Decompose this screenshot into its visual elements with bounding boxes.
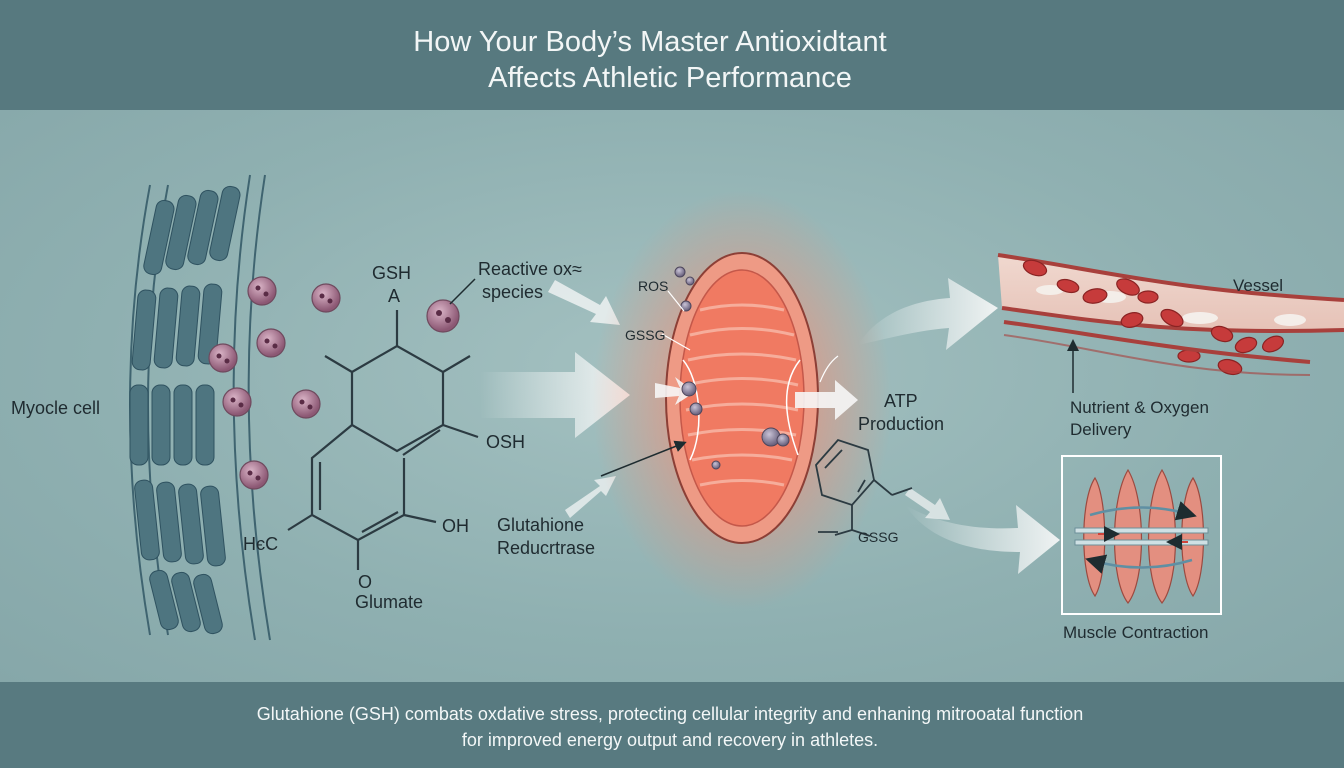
reductase-label-line1: Glutahione (497, 515, 585, 535)
header: How Your Body’s Master Antioxidtant Affe… (0, 0, 1344, 110)
reductase-pointer (600, 440, 687, 477)
gsh-label: GSH (372, 263, 412, 283)
atp-label-line2: Production (858, 414, 945, 434)
a-label: A (388, 286, 401, 306)
myocyte-label: Myocle cell (11, 398, 101, 418)
reactive-pointer (449, 278, 476, 305)
vessel-label: Vessel (1233, 276, 1284, 295)
title-line-1: How Your Body’s Master Antioxidtant (413, 26, 887, 58)
footer: Glutahione (GSH) combats oxdative stress… (0, 682, 1344, 768)
mitochondrion (592, 190, 892, 610)
atp-label-line1: ATP (884, 391, 918, 411)
glutathione-structure (287, 310, 479, 570)
muscle-contraction-label: Muscle Contraction (1063, 623, 1209, 642)
glumate-label: Glumate (355, 592, 424, 612)
myofibrils (129, 185, 241, 635)
reductase-label-line2: Reducrtrase (497, 538, 596, 558)
title-line-2: Affects Athletic Performance (488, 62, 852, 94)
gssg-structure (815, 438, 913, 537)
osh-label: OSH (486, 432, 526, 452)
mito-molecules (674, 266, 790, 470)
footer-line-2: for improved energy output and recovery … (461, 730, 879, 750)
nutrient-label-line1: Nutrient & Oxygen (1070, 398, 1209, 417)
oh-label: OH (442, 516, 469, 536)
muscle-contraction-box (1061, 455, 1222, 615)
reactive-label-line1: Reactive ox≈ (478, 259, 582, 279)
gssg-right-label: GSSG (858, 529, 899, 545)
o-label: O (358, 572, 373, 592)
ros-molecules (208, 276, 460, 490)
reactive-label-line2: species (482, 282, 544, 302)
gssg-left-label: GSSG (625, 327, 666, 343)
blood-vessel (997, 253, 1344, 376)
nutrient-label-line2: Delivery (1070, 420, 1132, 439)
footer-line-1: Glutahione (GSH) combats oxdative stress… (256, 704, 1084, 724)
hc-label: HєC (243, 534, 279, 554)
ros-label: ROS (638, 278, 669, 294)
